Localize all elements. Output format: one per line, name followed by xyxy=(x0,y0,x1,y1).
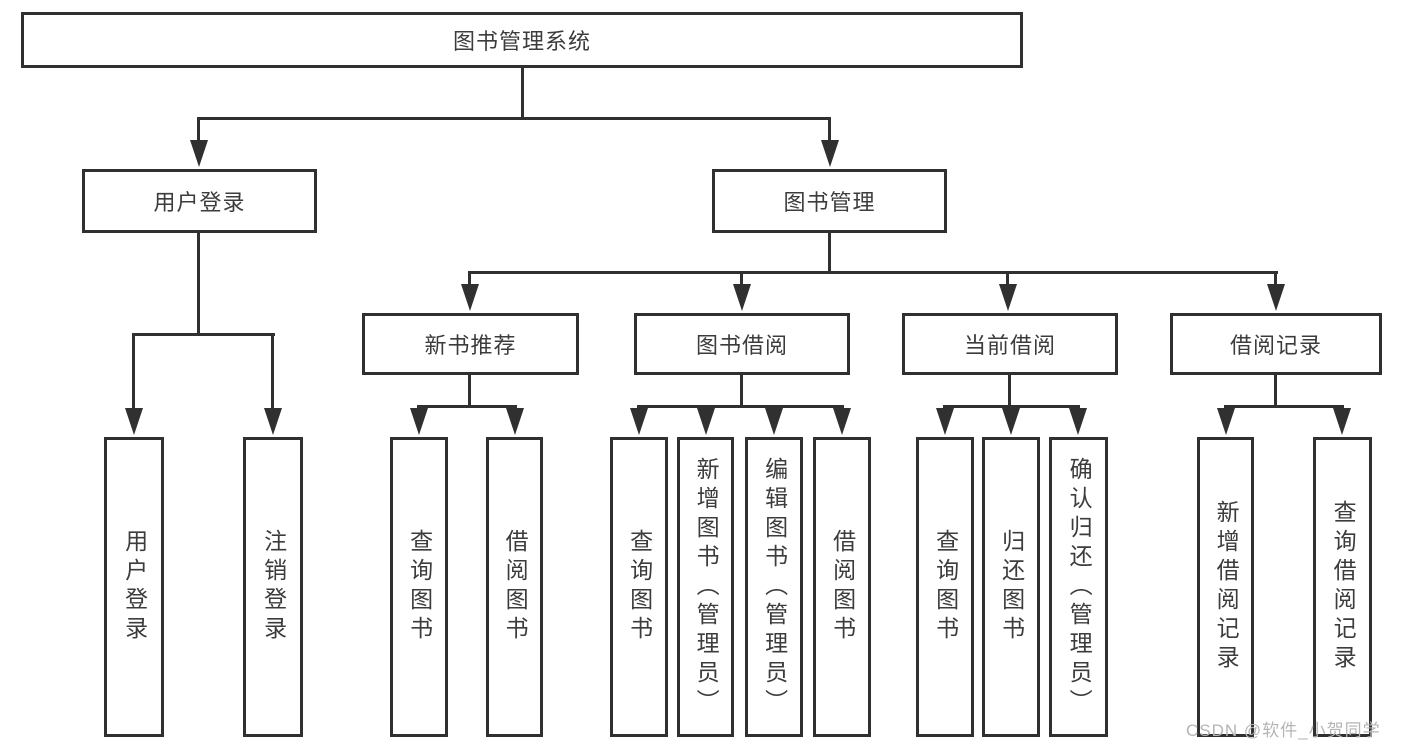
arrow-down-icon xyxy=(1069,408,1087,435)
arrow-down-icon xyxy=(733,284,751,311)
leaf-edit-books-admin: 编辑图书（管理员） xyxy=(745,437,803,737)
arrow-down-icon xyxy=(506,408,524,435)
arrow-down-icon xyxy=(1267,284,1285,311)
leaf-query-books-current: 查询图书 xyxy=(916,437,974,737)
connector-hline xyxy=(197,117,831,120)
connector-hline xyxy=(468,271,1278,274)
node-library-system: 图书管理系统 xyxy=(21,12,1023,68)
connector-vline xyxy=(132,336,135,410)
connector-vline xyxy=(197,233,200,336)
connector-vline xyxy=(197,119,200,143)
arrow-down-icon xyxy=(833,408,851,435)
node-borrow-records: 借阅记录 xyxy=(1170,313,1382,375)
node-new-book-recommend: 新书推荐 xyxy=(362,313,579,375)
leaf-borrow-books-recommend: 借阅图书 xyxy=(486,437,543,737)
connector-vline xyxy=(740,375,743,407)
arrow-down-icon xyxy=(765,408,783,435)
connector-vline xyxy=(1274,375,1277,407)
connector-hline xyxy=(943,405,1080,408)
arrow-down-icon xyxy=(1333,408,1351,435)
arrow-down-icon xyxy=(1217,408,1235,435)
node-user-login: 用户登录 xyxy=(82,169,317,233)
node-book-borrow: 图书借阅 xyxy=(634,313,850,375)
node-current-borrow: 当前借阅 xyxy=(902,313,1118,375)
connector-vline xyxy=(740,274,743,286)
leaf-borrow-books: 借阅图书 xyxy=(813,437,871,737)
arrow-down-icon xyxy=(125,408,143,435)
connector-vline xyxy=(828,233,831,273)
connector-vline xyxy=(271,336,274,410)
connector-hline xyxy=(132,333,275,336)
connector-vline xyxy=(1006,274,1009,286)
arrow-down-icon xyxy=(1002,408,1020,435)
watermark: CSDN @软件_小贺同学 xyxy=(1186,721,1381,740)
arrow-down-icon xyxy=(697,408,715,435)
leaf-query-books-borrow: 查询图书 xyxy=(610,437,668,737)
connector-vline xyxy=(828,119,831,143)
arrow-down-icon xyxy=(936,408,954,435)
leaf-return-books: 归还图书 xyxy=(982,437,1040,737)
leaf-add-borrow-record: 新增借阅记录 xyxy=(1197,437,1254,737)
connector-hline xyxy=(637,405,844,408)
arrow-down-icon xyxy=(190,140,208,167)
arrow-down-icon xyxy=(264,408,282,435)
connector-vline xyxy=(1008,375,1011,407)
connector-vline xyxy=(468,375,471,407)
leaf-confirm-return-admin: 确认归还（管理员） xyxy=(1049,437,1108,737)
connector-vline xyxy=(1274,274,1277,286)
arrow-down-icon xyxy=(999,284,1017,311)
leaf-add-books-admin: 新增图书（管理员） xyxy=(677,437,734,737)
arrow-down-icon xyxy=(821,140,839,167)
arrow-down-icon xyxy=(630,408,648,435)
leaf-query-borrow-record: 查询借阅记录 xyxy=(1313,437,1372,737)
leaf-query-books-recommend: 查询图书 xyxy=(390,437,448,737)
connector-vline xyxy=(521,67,524,119)
connector-hline xyxy=(417,405,517,408)
leaf-logout: 注销登录 xyxy=(243,437,303,737)
arrow-down-icon xyxy=(461,284,479,311)
connector-hline xyxy=(1224,405,1344,408)
node-book-management: 图书管理 xyxy=(712,169,947,233)
connector-vline xyxy=(468,274,471,286)
leaf-user-login: 用户登录 xyxy=(104,437,164,737)
arrow-down-icon xyxy=(410,408,428,435)
